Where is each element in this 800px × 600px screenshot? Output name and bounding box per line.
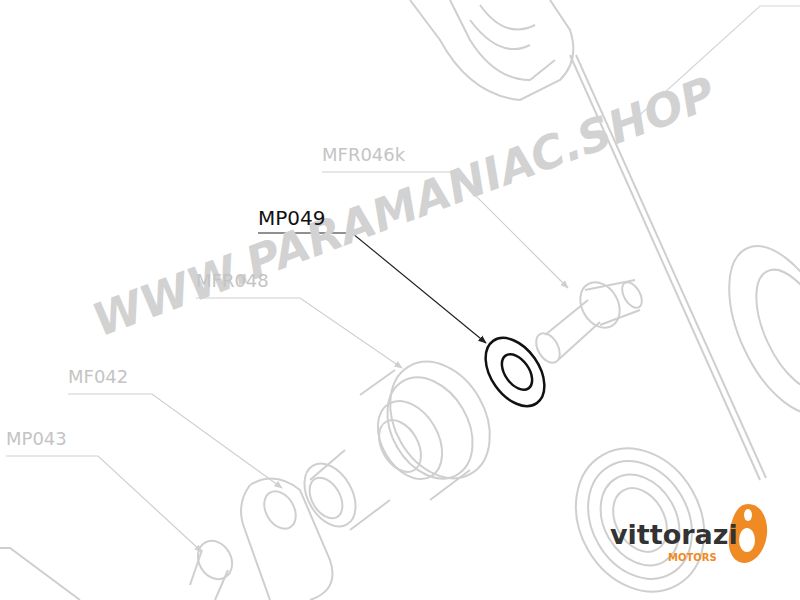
part-number: MF042 [68, 368, 128, 386]
logo-subtext: MOTORS [668, 553, 717, 563]
part-number: MP049 [258, 208, 326, 228]
washer-mp049 [474, 327, 557, 417]
watermark: WWW.PARAMANIAC.SHOP [87, 70, 721, 344]
part-number: MFR048 [196, 272, 269, 290]
logo-text: vittorazi [610, 521, 738, 548]
part-number: MP043 [6, 430, 67, 448]
part-number: MFR046k [322, 146, 405, 164]
